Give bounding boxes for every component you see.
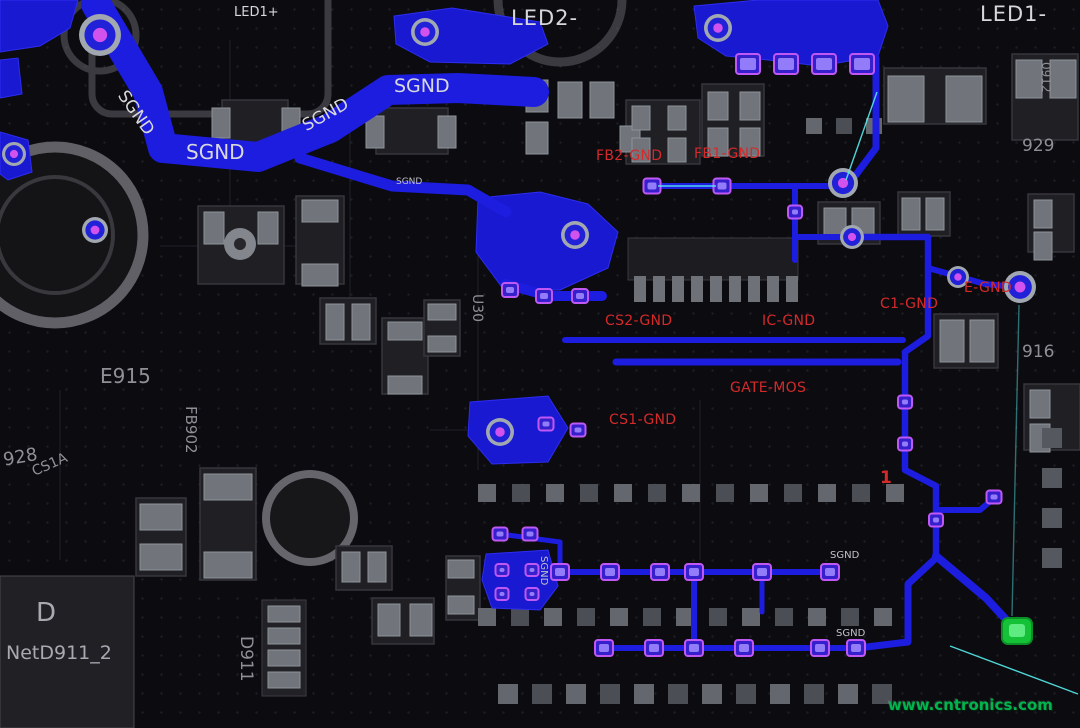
plated-pads bbox=[491, 53, 1003, 657]
annotation-fb1-gnd: FB1-GND bbox=[694, 146, 761, 162]
refdes-e915: E915 bbox=[100, 364, 151, 388]
watermark: www.cntronics.com bbox=[888, 696, 1053, 714]
annotation-e-gnd: E-GND bbox=[964, 280, 1013, 296]
refdes-d911: D911 bbox=[236, 636, 256, 682]
annotation-cs2-gnd: CS2-GND bbox=[605, 313, 673, 329]
silkscreen-sgnd-bottom-vertical: SGND bbox=[538, 556, 549, 586]
diode-d911-region bbox=[0, 575, 135, 728]
silkscreen-sgnd-diagonal-2: SGND bbox=[299, 94, 353, 136]
annotation-fb2-gnd: FB2-GND bbox=[596, 148, 663, 164]
silkscreen-sgnd-trace-small: SGND bbox=[396, 177, 423, 187]
annotation-ic-gnd: IC-GND bbox=[762, 313, 816, 329]
refdes-u30: U30 bbox=[469, 294, 485, 323]
capacitor-body bbox=[262, 470, 358, 566]
capacitor-e915-body bbox=[0, 141, 149, 329]
capacitor-e915-inner-ring bbox=[0, 175, 115, 295]
round-pad-hole bbox=[234, 238, 246, 250]
silkscreen-sgnd-horizontal: SGND bbox=[186, 140, 245, 164]
annotation-c1-gnd: C1-GND bbox=[880, 296, 939, 312]
vias bbox=[2, 14, 1036, 446]
silkscreen-led1-plus: LED1+ bbox=[234, 5, 279, 20]
gray-pads bbox=[139, 59, 1077, 689]
gray-pad-rows bbox=[478, 118, 1062, 704]
refdes-916: 916 bbox=[1022, 342, 1055, 362]
silkscreen-led1-minus: LED1- bbox=[980, 2, 1048, 26]
silkscreen-sgnd-bottom-1: SGND bbox=[830, 550, 860, 561]
annotation-gate-mos: GATE-MOS bbox=[730, 380, 807, 396]
silkscreen-sgnd-bottom-2: SGND bbox=[836, 628, 866, 639]
silkscreen-led2-minus: LED2- bbox=[511, 6, 579, 30]
refdes-929: 929 bbox=[1022, 136, 1055, 156]
net-label-netd911-2: NetD911_2 bbox=[6, 642, 112, 664]
annotation-marker-1: 1 bbox=[880, 468, 893, 488]
refdes-d: D bbox=[36, 598, 57, 628]
silkscreen-sgnd-diagonal-1: SGND bbox=[113, 86, 159, 140]
ratsnest-airwires bbox=[658, 91, 1079, 695]
refdes-fb902: FB902 bbox=[182, 406, 200, 454]
silkscreen-sgnd-bar: SGND bbox=[394, 75, 450, 97]
refdes-0912: 0912 bbox=[1039, 62, 1053, 93]
green-led-pad bbox=[1001, 617, 1033, 645]
annotation-cs1-gnd: CS1-GND bbox=[609, 412, 677, 428]
